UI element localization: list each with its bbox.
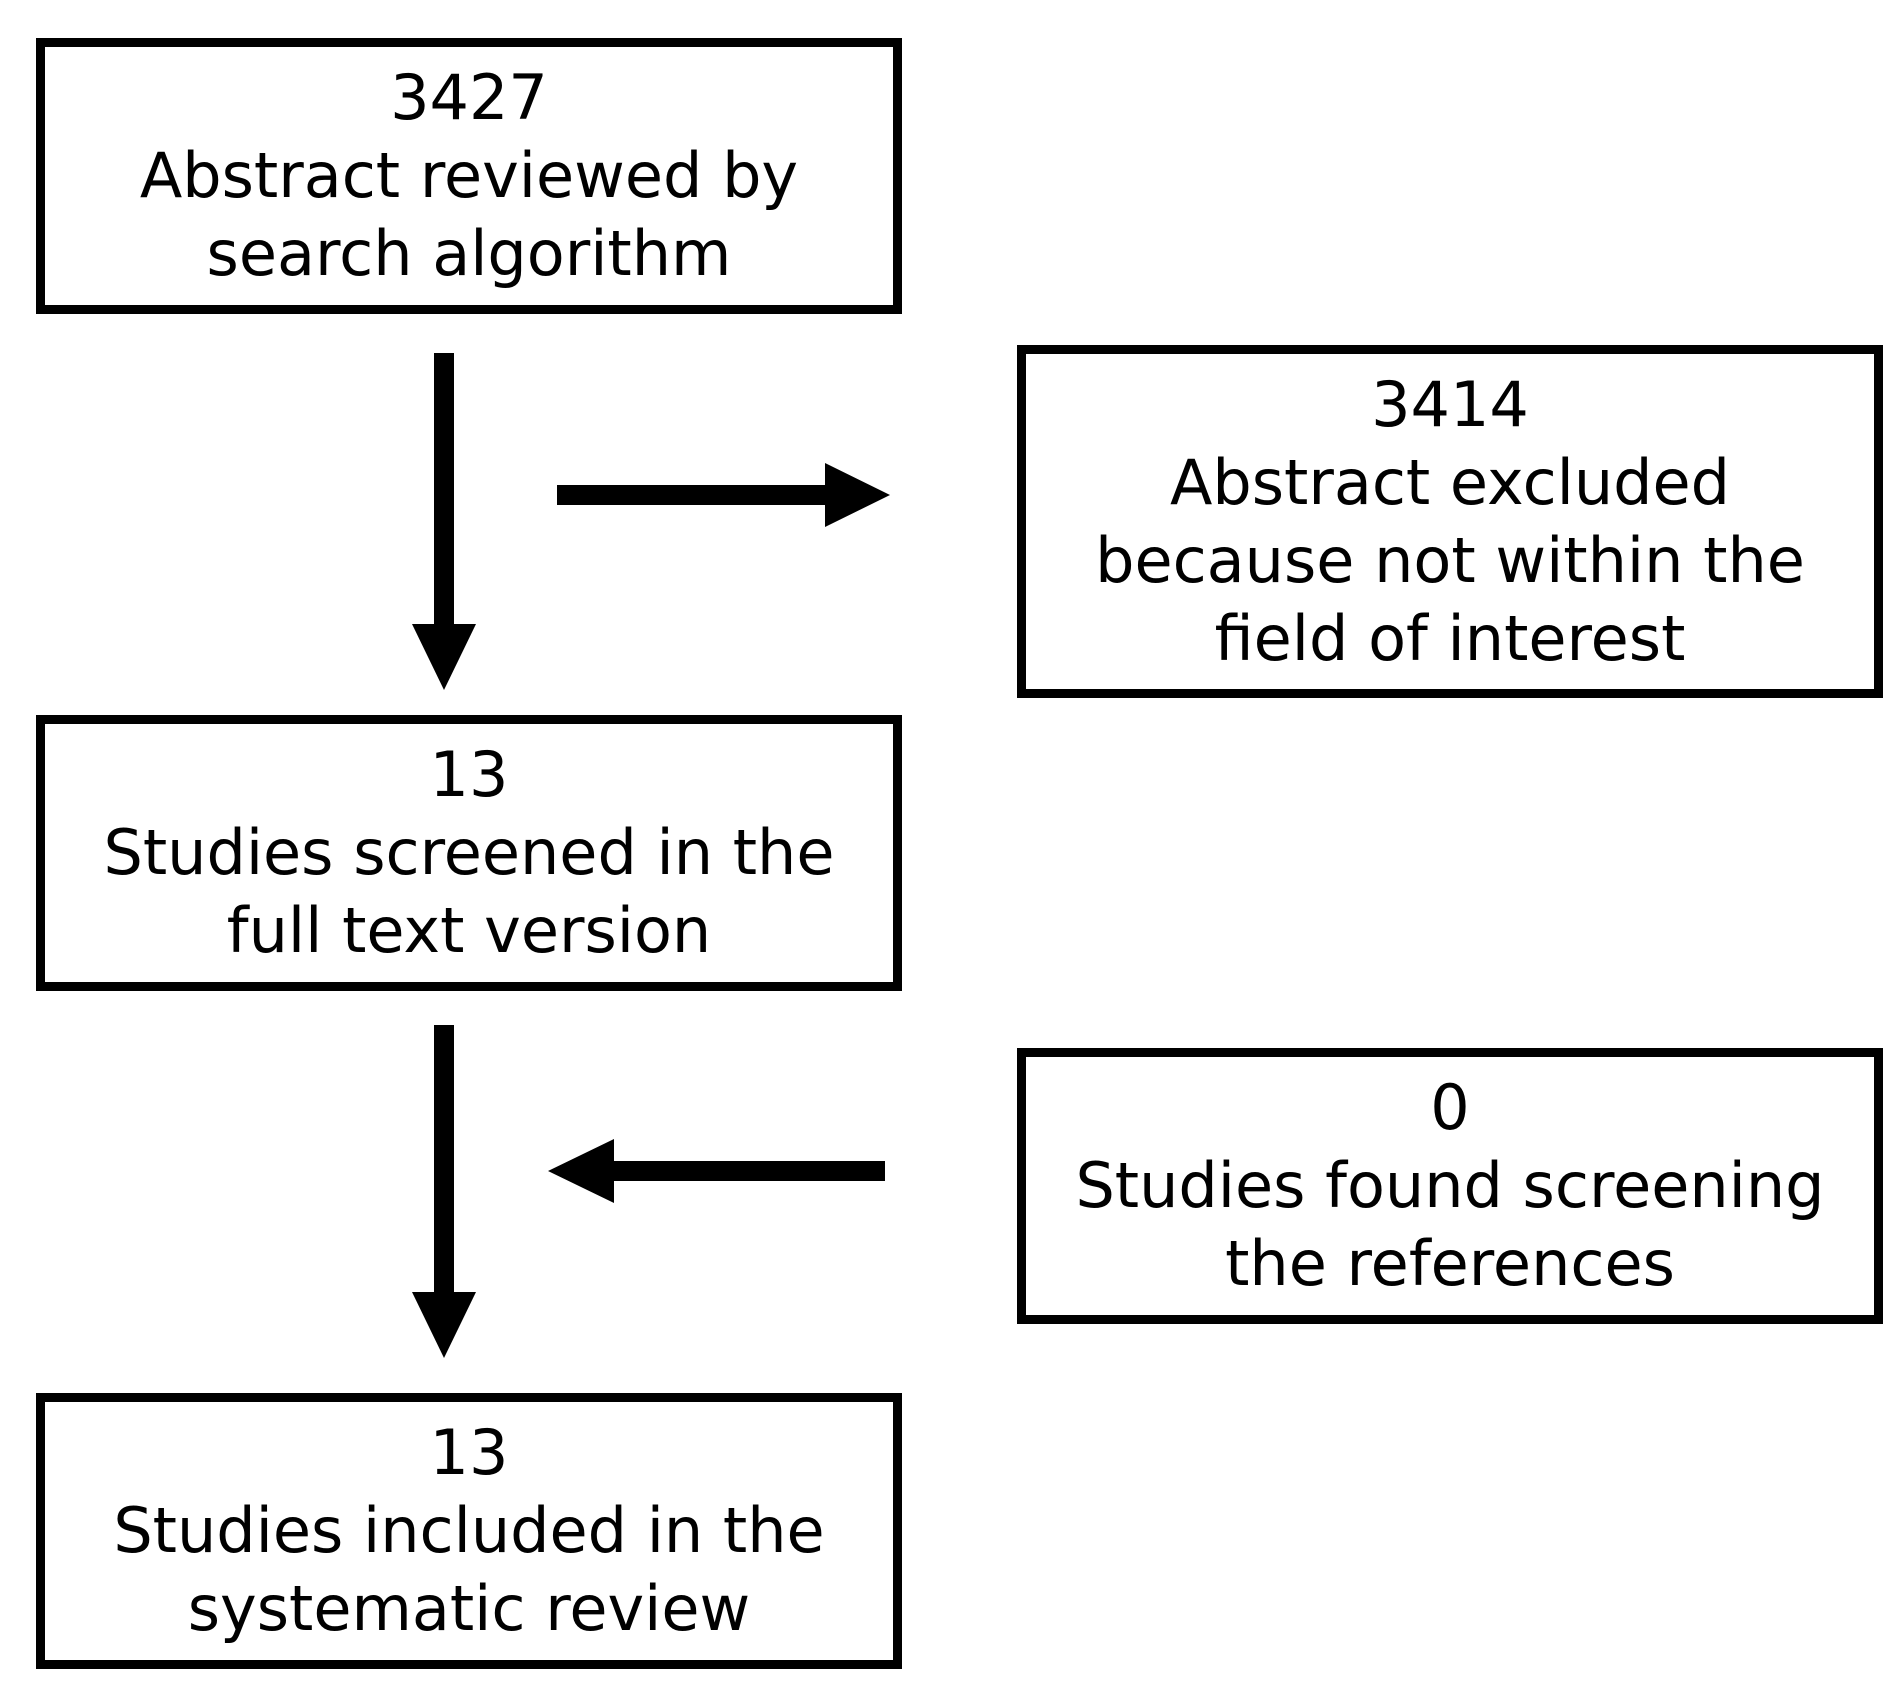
arrow-left-from-references (548, 1139, 885, 1203)
box-label-line: full text version (226, 894, 712, 967)
box-count: 3427 (390, 61, 548, 134)
box-label-line: Studies screened in the (103, 816, 835, 889)
arrow-down-reviewed-to-screened (412, 353, 476, 690)
box-count: 13 (429, 738, 509, 811)
box-studies-included-review: 13 Studies included in the systematic re… (36, 1393, 902, 1669)
box-label-line: the references (1225, 1227, 1675, 1300)
box-label-line: Abstract excluded (1169, 445, 1731, 519)
box-count: 3414 (1371, 367, 1529, 441)
box-label-line: Abstract reviewed by (139, 139, 799, 212)
box-count: 13 (429, 1416, 509, 1489)
box-label-line: search algorithm (206, 217, 732, 290)
box-abstracts-excluded: 3414 Abstract excluded because not withi… (1017, 345, 1883, 698)
box-count: 0 (1430, 1071, 1470, 1144)
box-studies-screened-full-text: 13 Studies screened in the full text ver… (36, 715, 902, 991)
box-label-line: field of interest (1214, 601, 1686, 675)
box-label-line: Studies found screening (1075, 1149, 1825, 1222)
box-label-line: because not within the (1095, 523, 1805, 597)
box-studies-found-references: 0 Studies found screening the references (1017, 1048, 1883, 1324)
arrow-down-screened-to-included (412, 1025, 476, 1358)
box-abstracts-reviewed: 3427 Abstract reviewed by search algorit… (36, 38, 902, 314)
arrow-right-to-excluded (557, 463, 890, 527)
box-label-line: Studies included in the (113, 1494, 825, 1567)
box-label-line: systematic review (187, 1572, 751, 1645)
